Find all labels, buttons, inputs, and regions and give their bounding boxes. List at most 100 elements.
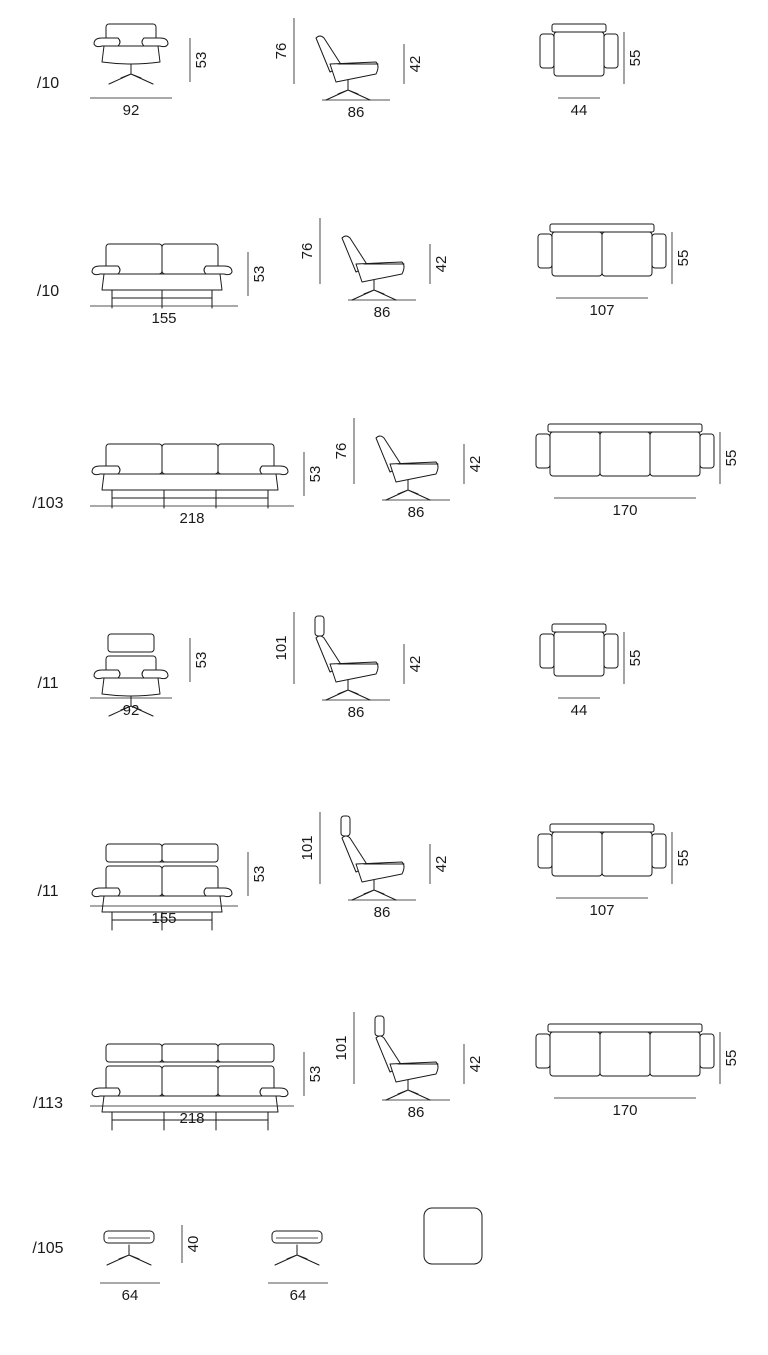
right-armrest [141,37,169,48]
model-code: /11 [37,675,58,692]
backrest-side [375,435,403,473]
model-code: /11 [37,883,58,900]
seat-cushion [101,45,161,65]
seat-frame [101,895,223,913]
headrest [217,1043,275,1063]
seat-top [649,431,701,477]
ottoman-height-dim-label: 40 [185,1236,202,1253]
side-depth-dim-label: 86 [374,304,391,321]
top-width-dim-label: 44 [571,102,588,119]
top-depth-dim-label: 55 [675,250,692,267]
seat-top [551,831,603,877]
front-height-dim-label: 53 [251,866,268,883]
backrest-side [341,235,369,273]
side-seat-dim-label: 42 [407,656,424,673]
left-arm-top [539,33,555,69]
back-top [547,423,703,433]
headrest [107,633,155,653]
headrest [374,1015,385,1037]
back-top [551,23,607,33]
front-width-dim-label: 155 [151,310,176,327]
model-code: /10 [37,75,59,92]
right-armrest [203,887,233,898]
top-width-dim-label: 107 [589,302,614,319]
side-height-dim-label: 101 [299,835,316,860]
seat-top [549,431,601,477]
seat-top [601,831,653,877]
side-seat-dim-label: 42 [433,256,450,273]
front-width-dim-label: 92 [123,702,140,719]
left-arm-top [539,633,555,669]
back-cushion [161,1065,219,1097]
front-view: 92 53 [90,23,210,119]
top-depth-dim-label: 55 [627,50,644,67]
ottoman-cushion [271,1230,323,1244]
left-armrest [91,265,121,276]
right-arm-top [603,633,619,669]
back-top [549,223,655,233]
seat-top [549,1031,601,1077]
top-depth-dim-label: 55 [723,1050,740,1067]
star-base [385,489,431,501]
side-depth-dim-label: 86 [408,504,425,521]
ottoman-top [423,1207,483,1265]
model-code: /103 [32,495,63,512]
left-armrest [93,37,121,48]
front-view: 218 53 [90,443,324,527]
star-base [351,889,397,901]
star-base [351,289,397,301]
backrest-side [315,635,343,673]
left-arm-top [535,1033,551,1069]
back-top [547,1023,703,1033]
star-base [325,689,371,701]
back-top [549,823,655,833]
seat-frame [101,473,279,491]
side-height-dim-label: 76 [273,43,290,60]
headrest [105,1043,163,1063]
side-depth-dim-label: 86 [374,904,391,921]
front-width-dim-label: 218 [179,510,204,527]
back-cushion [161,443,219,475]
right-armrest [141,669,169,680]
side-depth-dim-label: 86 [348,104,365,121]
front-width-dim-label: 92 [123,102,140,119]
headrest [161,843,219,863]
top-width-dim-label: 107 [589,902,614,919]
ottoman-front-width-dim-label: 64 [122,1287,139,1304]
right-arm-top [603,33,619,69]
seat-top [551,231,603,277]
side-height-dim-label: 101 [333,1035,350,1060]
seat-frame [101,273,223,291]
front-height-dim-label: 53 [307,1066,324,1083]
front-width-dim-label: 155 [151,910,176,927]
seat-side [329,661,379,683]
model-code: /113 [33,1095,63,1112]
headrest [314,615,325,637]
side-seat-dim-label: 42 [467,1056,484,1073]
ottoman-front-view: 40 64 [100,1225,202,1304]
seat-side [389,1061,439,1083]
star-base [385,1089,431,1101]
front-height-dim-label: 53 [193,52,210,69]
seat-top [601,231,653,277]
front-height-dim-label: 53 [193,652,210,669]
front-height-dim-label: 53 [307,466,324,483]
right-armrest [203,265,233,276]
seat-side [355,261,405,283]
back-top [551,623,607,633]
seat-cushion [101,677,161,697]
right-arm-top [651,833,667,869]
seat-side [329,61,379,83]
